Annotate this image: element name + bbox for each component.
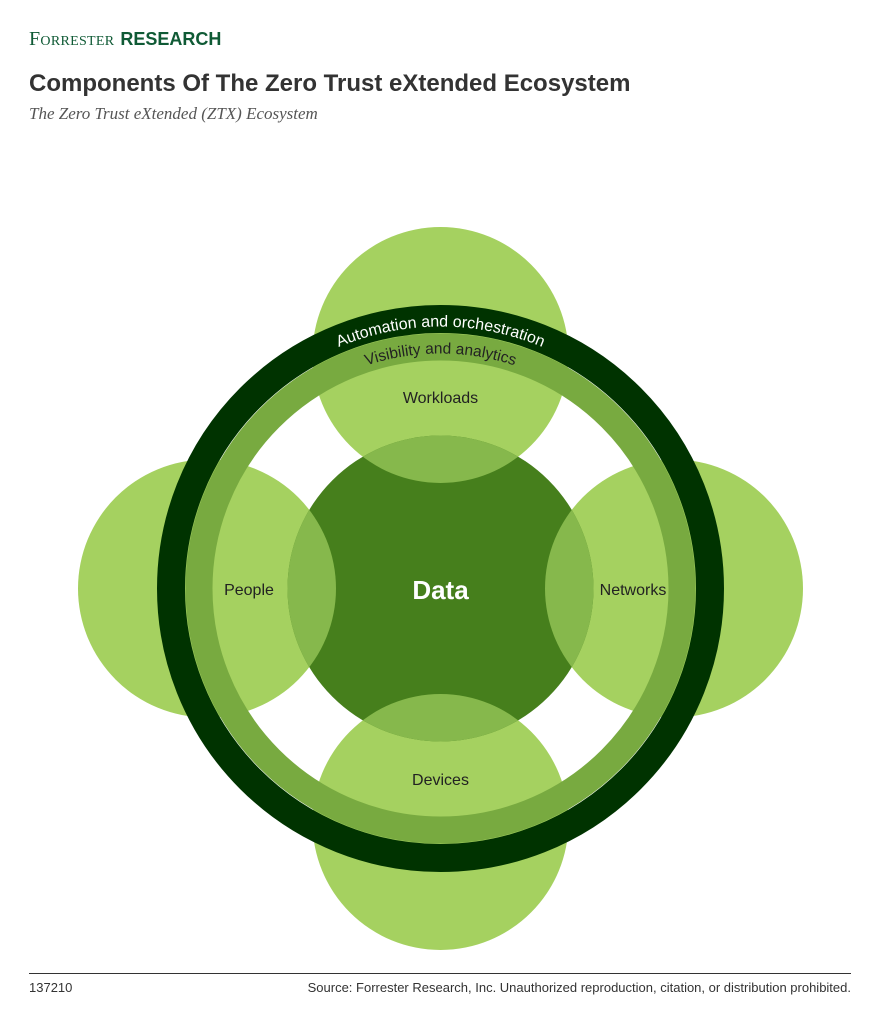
networks-label: Networks: [600, 582, 667, 599]
logo-suffix: RESEARCH: [120, 29, 222, 49]
automation-ring: [157, 305, 724, 872]
page-title: Components Of The Zero Trust eXtended Ec…: [29, 70, 631, 97]
workloads-label: Workloads: [403, 390, 478, 407]
source-note: Source: Forrester Research, Inc. Unautho…: [307, 980, 851, 995]
data-label: Data: [412, 575, 469, 605]
people-label: People: [224, 582, 274, 599]
page-subtitle: The Zero Trust eXtended (ZTX) Ecosystem: [29, 104, 318, 123]
devices-label: Devices: [412, 772, 469, 789]
figure-id: 137210: [29, 980, 73, 995]
footer-divider: [29, 973, 851, 974]
visibility-ring: [185, 333, 696, 844]
data-circle: [287, 435, 594, 742]
logo-brand: Forrester: [29, 28, 115, 50]
